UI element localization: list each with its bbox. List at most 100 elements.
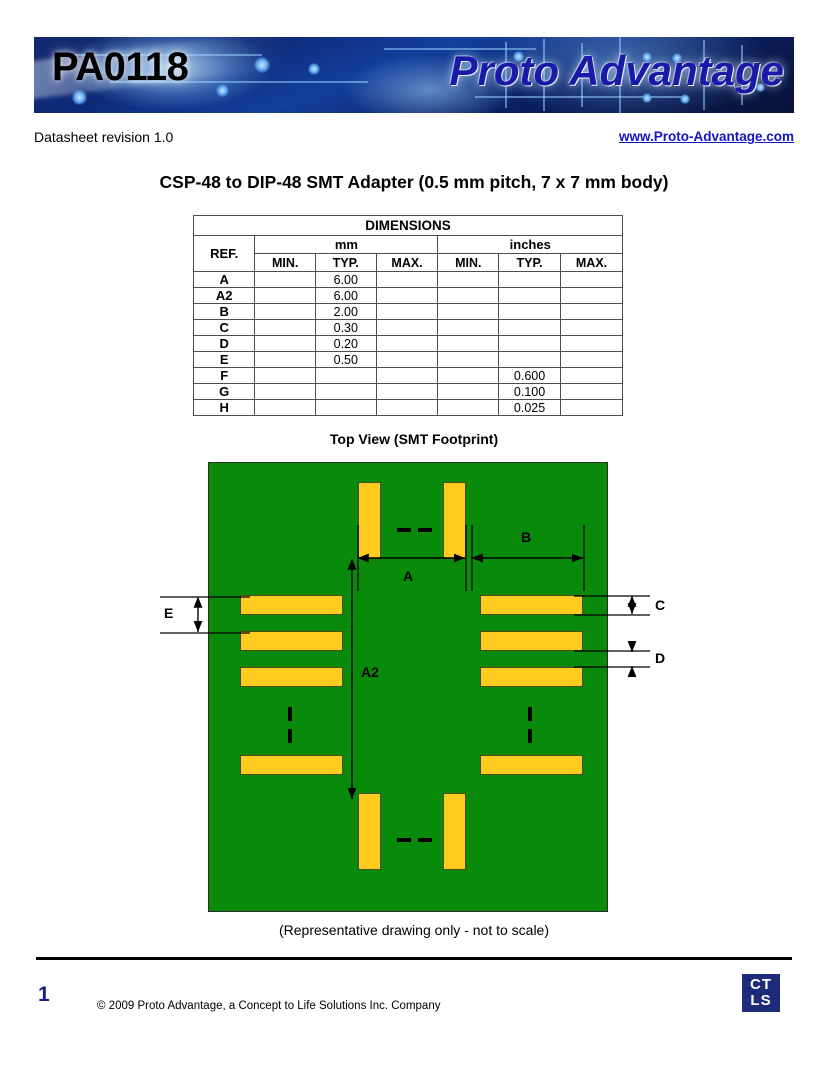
pad-left [240, 631, 343, 651]
ctls-logo: CT LS [742, 974, 780, 1012]
row-mm-min [254, 351, 317, 368]
row-mm-min [254, 367, 317, 384]
row-ref: B [192, 303, 256, 320]
ellipsis-dash-icon [418, 838, 432, 842]
ellipsis-dash-icon [418, 528, 432, 532]
pad-bottom [443, 793, 466, 870]
table-subheader-row: MIN. TYP. MAX. MIN. TYP. MAX. [194, 253, 623, 272]
row-mm-typ: 6.00 [315, 287, 377, 304]
circuit-node-icon [642, 52, 652, 63]
banner-circuit-background [34, 37, 794, 113]
header-banner: PA0118 Proto Advantage [34, 37, 794, 113]
circuit-trace-icon [383, 47, 536, 50]
pad-right [480, 755, 583, 775]
row-in-typ: 0.600 [498, 367, 562, 384]
row-in-max [560, 287, 623, 304]
row-in-min [437, 351, 500, 368]
row-in-max [560, 351, 623, 368]
row-ref: E [192, 351, 256, 368]
row-mm-typ [315, 383, 377, 400]
ellipsis-dash-icon [528, 729, 532, 743]
row-mm-min [254, 383, 317, 400]
row-mm-typ: 2.00 [315, 303, 377, 320]
dimension-label-a2: A2 [361, 664, 379, 680]
table-subheader-in-min: MIN. [437, 253, 500, 272]
row-mm-max [375, 287, 439, 304]
circuit-node-icon [680, 94, 690, 104]
row-mm-min [254, 287, 317, 304]
row-in-min [437, 303, 500, 320]
circuit-node-icon [756, 82, 765, 92]
row-in-min [437, 383, 500, 400]
table-header-mm: mm [254, 235, 439, 254]
pad-left [240, 667, 343, 687]
table-row: B 2.00 [192, 303, 623, 320]
table-subheader-mm-typ: TYP. [315, 253, 377, 272]
row-mm-max [375, 367, 439, 384]
pad-left [240, 755, 343, 775]
row-ref: A [192, 271, 256, 288]
table-row: C 0.30 [192, 319, 623, 336]
row-mm-typ: 6.00 [315, 271, 377, 288]
row-mm-typ [315, 399, 377, 416]
ctls-logo-line2: LS [750, 992, 772, 1009]
table-subheader-mm-max: MAX. [375, 253, 439, 272]
ellipsis-dash-icon [528, 707, 532, 721]
row-mm-typ: 0.30 [315, 319, 377, 336]
pad-right [480, 631, 583, 651]
ctls-logo-line1: CT [750, 976, 772, 993]
table-row: H 0.025 [192, 399, 623, 416]
table-row: A 6.00 [192, 271, 623, 288]
page-title: CSP-48 to DIP-48 SMT Adapter (0.5 mm pit… [159, 172, 669, 192]
scale-note: (Representative drawing only - not to sc… [278, 922, 550, 938]
row-in-max [560, 383, 623, 400]
circuit-node-icon [216, 84, 230, 98]
drawing-caption: Top View (SMT Footprint) [329, 431, 499, 447]
pcb-board [208, 462, 608, 912]
footer-divider [36, 957, 792, 960]
row-ref: A2 [192, 287, 256, 304]
website-link[interactable]: www.Proto-Advantage.com [618, 129, 794, 144]
footprint-drawing: A B A2 E C D [150, 455, 690, 915]
row-in-min [437, 271, 500, 288]
table-row: G 0.100 [192, 383, 623, 400]
dimension-label-a: A [403, 568, 414, 584]
dimension-label-d: D [655, 650, 666, 666]
circuit-node-icon [512, 50, 524, 62]
row-in-typ [498, 335, 562, 352]
row-in-typ [498, 351, 562, 368]
part-number: PA0118 [52, 45, 189, 89]
table-title-row: DIMENSIONS [193, 215, 623, 236]
row-in-max [560, 303, 623, 320]
table-title: DIMENSIONS [193, 215, 623, 236]
revision-line: Datasheet revision 1.0 www.Proto-Advanta… [34, 129, 794, 147]
dimension-label-e: E [164, 605, 174, 621]
row-mm-min [254, 303, 317, 320]
row-ref: H [192, 399, 256, 416]
row-mm-max [375, 335, 439, 352]
row-mm-min [254, 271, 317, 288]
table-header-inches: inches [437, 235, 623, 254]
circuit-trace-icon [110, 81, 369, 84]
row-in-typ [498, 303, 562, 320]
circuit-node-icon [307, 62, 320, 75]
circuit-trace-icon [740, 44, 743, 106]
row-ref: F [192, 367, 256, 384]
row-mm-typ: 0.50 [315, 351, 377, 368]
row-in-max [560, 399, 623, 416]
circuit-trace-icon [702, 40, 705, 110]
row-in-max [560, 319, 623, 336]
circuit-trace-icon [619, 37, 622, 113]
row-in-typ: 0.100 [498, 383, 562, 400]
row-mm-min [254, 399, 317, 416]
row-mm-min [254, 319, 317, 336]
row-ref: C [192, 319, 256, 336]
ellipsis-dash-icon [397, 528, 411, 532]
row-in-min [437, 367, 500, 384]
row-in-min [437, 335, 500, 352]
pad-top [443, 482, 466, 559]
row-in-typ: 0.025 [498, 399, 562, 416]
brand-logo-text: Proto Advantage [449, 47, 784, 94]
row-in-typ [498, 271, 562, 288]
table-row: F 0.600 [192, 367, 623, 384]
